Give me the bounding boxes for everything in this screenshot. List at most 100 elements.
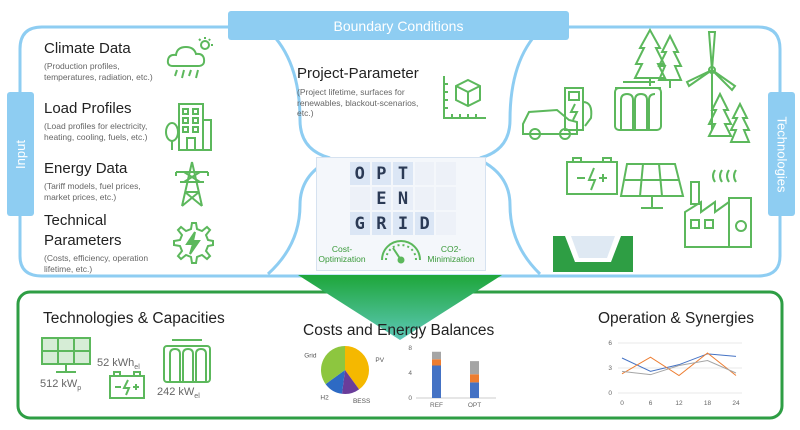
input-desc: (Load profiles for electricity, heating,… — [44, 121, 148, 142]
pie-label: BESS — [353, 398, 371, 405]
bar-segment — [432, 351, 441, 360]
battery-icon — [566, 157, 618, 195]
x-tick-label: OPT — [468, 402, 481, 409]
solar-panel-icon — [619, 163, 685, 209]
building-tree-icon — [165, 103, 212, 151]
pie-label: PV — [375, 357, 384, 364]
tech-capacities-title: Technologies & Capacities — [43, 310, 225, 327]
input-title: Technical Parameters — [44, 212, 122, 249]
h2-capacity: 242 kWel — [157, 386, 200, 400]
logo-cell: R — [371, 212, 392, 235]
input-desc: (Costs, efficiency, operation lifetime, … — [44, 253, 149, 274]
logo-cell: N — [393, 187, 413, 210]
bar-segment — [470, 361, 479, 375]
pie-slice — [325, 370, 345, 394]
pie-slice — [345, 346, 369, 390]
y-tick-label: 4 — [408, 370, 412, 377]
logo-cell: T — [393, 162, 413, 185]
logo-cell: O — [350, 162, 370, 185]
battery-icon — [109, 371, 145, 399]
series-line — [621, 352, 737, 377]
h2-capacity-sub: el — [194, 393, 200, 401]
pie-label: H2 — [320, 395, 329, 402]
technologies-tab: Technologies — [768, 92, 795, 216]
wind-turbine-icon — [685, 31, 737, 130]
bar-segment — [432, 365, 441, 398]
logo-cell — [414, 162, 435, 185]
battery-capacity: 52 kWhel — [97, 357, 140, 371]
x-tick-label: 0 — [620, 400, 624, 407]
logo-cell — [436, 187, 456, 210]
input-title: Climate Data — [44, 40, 131, 57]
project-parameter: Project-Parameter (Project lifetime, sur… — [297, 65, 437, 119]
pie-slice — [341, 370, 360, 394]
input-technical: Technical Parameters (Costs, efficiency,… — [44, 211, 169, 274]
logo-cell — [436, 212, 456, 235]
x-tick-label: REF — [430, 402, 443, 409]
measuring-cube-icon — [443, 76, 486, 119]
input-label: Input — [13, 139, 29, 169]
logo-cell: I — [393, 212, 413, 235]
pv-capacity-value: 512 kW — [40, 378, 78, 390]
h2-capacity-value: 242 kW — [157, 386, 195, 398]
input-desc: (Production profiles, temperatures, radi… — [44, 61, 153, 82]
battery-capacity-value: 52 kWh — [97, 357, 135, 369]
logo-cell — [350, 187, 370, 210]
gear-bolt-icon — [173, 222, 214, 264]
pie-slice — [321, 346, 345, 385]
hydrogen-tanks-icon — [163, 339, 211, 383]
weather-cloud-sun-icon — [166, 37, 213, 79]
series-line — [621, 353, 737, 372]
battery-capacity-sub: el — [134, 364, 140, 372]
costs-balances-title: Costs and Energy Balances — [303, 322, 495, 339]
co2-minimization-label: CO2-Minimization — [427, 244, 475, 264]
project-title: Project-Parameter — [297, 65, 419, 82]
bar-segment — [470, 374, 479, 383]
input-energy: Energy Data (Tariff models, fuel prices,… — [44, 160, 164, 202]
x-tick-label: 6 — [649, 400, 653, 407]
y-tick-label: 0 — [408, 395, 412, 402]
cost-pie-chart: PV BESS H2 Grid — [304, 346, 385, 405]
operation-synergies-title: Operation & Synergies — [598, 310, 754, 327]
technology-icons — [522, 27, 752, 272]
pv-capacity-sub: p — [77, 385, 82, 393]
input-load: Load Profiles (Load profiles for electri… — [44, 100, 169, 142]
technologies-label: Technologies — [774, 116, 790, 192]
boundary-conditions-tab: Boundary Conditions — [228, 11, 569, 40]
ev-charging-icon — [522, 87, 593, 140]
logo-cell: G — [350, 212, 370, 235]
bar-segment — [470, 382, 479, 398]
pv-capacity: 512 kWp — [40, 378, 81, 392]
logo-cell: D — [414, 212, 435, 235]
series-line — [621, 359, 737, 376]
logo-cell: P — [371, 162, 392, 185]
project-desc: (Project lifetime, surfaces for renewabl… — [297, 87, 419, 118]
hydrogen-tanks-icon — [614, 81, 662, 131]
pine-trees-icon — [633, 27, 683, 88]
cost-optimization-label: Cost-Optimization — [318, 244, 366, 264]
bar-segment — [432, 359, 441, 366]
logo-cell: E — [371, 187, 392, 210]
pie-label: Grid — [304, 352, 317, 359]
gauge-icon — [381, 240, 421, 264]
opt-en-grid-logo: O P T E N G R I D — [350, 162, 456, 235]
power-pylon-icon — [175, 161, 209, 207]
logo-cell — [436, 162, 456, 185]
logo-cell — [414, 187, 435, 210]
solar-panel-icon — [41, 337, 91, 373]
y-tick-label: 0 — [608, 390, 612, 397]
input-title: Load Profiles — [44, 100, 132, 117]
x-tick-label: 12 — [675, 400, 683, 407]
storage-basin-icon — [553, 236, 633, 272]
factory-icon — [684, 169, 752, 248]
x-tick-label: 24 — [732, 400, 740, 407]
input-climate: Climate Data (Production profiles, tempe… — [44, 40, 164, 82]
input-desc: (Tariff models, fuel prices, market pric… — [44, 181, 141, 202]
y-tick-label: 8 — [408, 345, 412, 352]
y-tick-label: 3 — [608, 365, 612, 372]
input-tab: Input — [7, 92, 34, 216]
input-title: Energy Data — [44, 160, 128, 177]
